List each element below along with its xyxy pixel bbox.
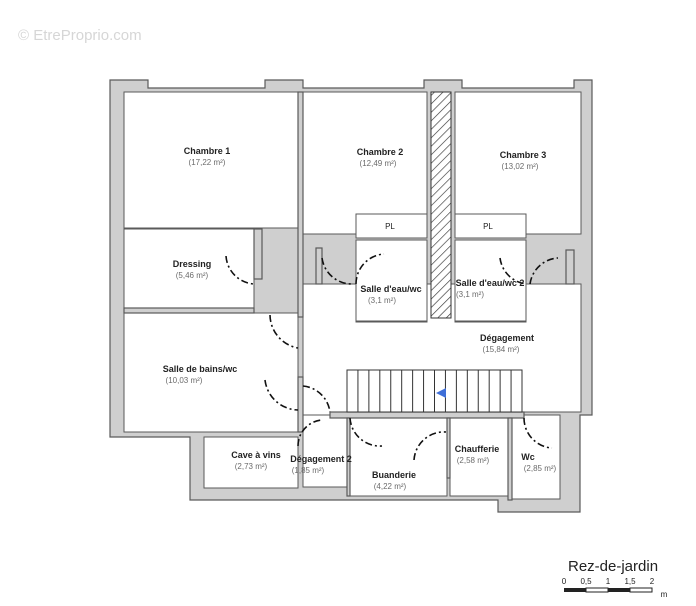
room-degagement-2 [302,414,348,488]
door-cave [297,419,323,447]
scale-unit: m [661,590,668,599]
door-wc [523,417,553,449]
area-chaufferie: (2,58 m²) [457,456,490,465]
label-wc: Wc [521,452,535,462]
area-salle-eau-2: (3,1 m²) [456,290,484,299]
stair-arrow-icon [436,388,446,398]
staircase [346,369,523,413]
door-salle-eau-1 [321,257,353,285]
area-chambre-1: (17,22 m²) [189,158,226,167]
area-wc: (2,85 m²) [524,464,557,473]
hatched-duct [430,91,452,319]
room-cave [203,436,299,489]
area-buanderie: (4,22 m²) [374,482,407,491]
closet-label-2: PL [483,222,493,231]
door-salle-eau-1b [355,253,385,285]
label-degagement-2: Dégagement 2 [290,454,352,464]
area-degagement-2: (1,85 m²) [292,466,325,475]
scale-tick-0: 0 [562,577,567,586]
scale-tick-3: 1,5 [624,577,636,586]
scale-tick-1: 0,5 [580,577,592,586]
scale-bar: 0 0,5 1 1,5 2 m [562,577,668,599]
room-chambre-1 [123,91,299,229]
door-salle-bains [264,379,299,411]
label-cave: Cave à vins [231,450,281,460]
area-cave: (2,73 m²) [235,462,268,471]
door-buanderie [349,417,383,447]
closets: PL PL [355,213,527,239]
area-chambre-3: (13,02 m²) [502,162,539,171]
label-degagement: Dégagement [480,333,534,343]
scale-tick-2: 1 [606,577,611,586]
room-chaufferie [449,414,509,497]
room-chambre-3 [454,91,582,235]
label-buanderie: Buanderie [372,470,416,480]
area-chambre-2: (12,49 m²) [360,159,397,168]
room-salle-bains [123,312,299,433]
label-salle-eau-2: Salle d'eau/wc 2 [456,278,525,288]
watermark: © EtreProprio.com [18,27,142,44]
label-salle-bains: Salle de bains/wc [163,364,238,374]
closet-label-1: PL [385,222,395,231]
label-chambre-2: Chambre 2 [357,147,404,157]
plan-title: Rez-de-jardin [568,558,658,575]
door-dressing [225,255,255,285]
room-labels: Chambre 1 (17,22 m²) Chambre 2 (12,49 m²… [163,146,557,491]
area-salle-eau-1: (3,1 m²) [368,296,396,305]
room-dressing [123,228,255,309]
door-degagement2 [302,385,331,413]
label-chambre-1: Chambre 1 [184,146,231,156]
door-chambre3 [529,257,559,285]
label-chambre-3: Chambre 3 [500,150,547,160]
room-salle-eau-2 [454,239,527,322]
room-salle-eau-1 [355,239,428,322]
inner-walls [123,91,575,501]
label-salle-eau-1: Salle d'eau/wc [360,284,421,294]
door-chambre1 [269,314,299,349]
scale-tick-4: 2 [650,577,655,586]
label-chaufferie: Chaufferie [455,444,500,454]
door-salle-eau-2 [499,257,527,285]
area-dressing: (5,46 m²) [176,271,209,280]
area-degagement: (15,84 m²) [483,345,520,354]
room-wc [511,414,561,500]
door-chaufferie [413,431,447,461]
label-dressing: Dressing [173,259,212,269]
area-salle-bains: (10,03 m²) [166,376,203,385]
doors [225,253,559,461]
